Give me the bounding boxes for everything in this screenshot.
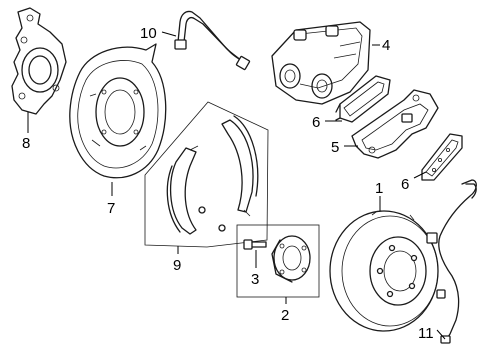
caliper (271, 21, 371, 105)
callout-8: 8 (22, 135, 30, 152)
abs-sensor (426, 179, 477, 344)
callout-6-lower: 6 (401, 176, 409, 193)
caliper-bracket (351, 89, 439, 159)
callout-10: 10 (140, 25, 157, 42)
callout-5: 5 (331, 139, 339, 156)
callout-1: 1 (375, 180, 383, 197)
wheel-stud (243, 239, 267, 250)
brake-rotor (329, 210, 439, 332)
callout-3: 3 (251, 271, 259, 288)
brake-pad-upper (335, 75, 391, 123)
brake-pad-lower (421, 133, 463, 181)
parking-brake-shoe-kit (144, 101, 269, 248)
callout-7: 7 (107, 200, 115, 217)
callout-2: 2 (281, 307, 289, 324)
callout-11: 11 (418, 325, 434, 342)
brake-hose (174, 10, 251, 71)
dust-shield (69, 43, 167, 179)
steering-knuckle (11, 7, 67, 115)
callout-9: 9 (173, 257, 181, 274)
callout-6-upper: 6 (312, 114, 320, 131)
hub-group-frame (236, 224, 320, 298)
callout-4: 4 (382, 37, 390, 54)
wheel-hub (271, 235, 311, 283)
